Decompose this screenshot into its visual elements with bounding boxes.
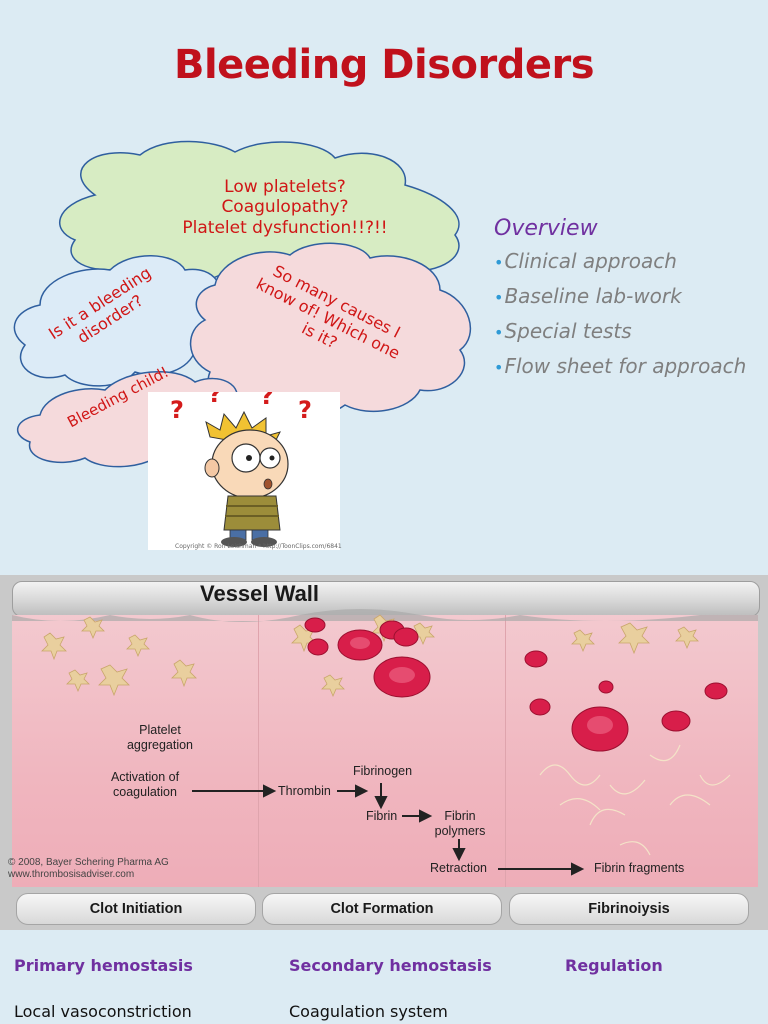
child-cartoon-icon: ? ? ? ?: [170, 380, 312, 547]
primary-hemostasis-heading: Primary hemostasis: [14, 956, 193, 975]
overview-item: •Baseline lab-work: [494, 284, 764, 308]
fibrin-fragments-label: Fibrin fragments: [594, 861, 685, 875]
red-blood-cells-icon: [304, 617, 728, 752]
primary-hemostasis-item: Local vasoconstriction: [14, 1002, 192, 1021]
cloud-top-text: Low platelets? Coagulopathy? Platelet dy…: [160, 177, 410, 238]
diagram-copyright: © 2008, Bayer Schering Pharma AG www.thr…: [8, 857, 169, 880]
bullet-icon: •: [494, 288, 504, 307]
label-line: Activation of: [110, 770, 180, 784]
slide-title: Bleeding Disorders: [173, 42, 595, 88]
phase-divider: [258, 615, 259, 887]
platelets-icon: [41, 614, 699, 698]
phase-clot-formation: Clot Formation: [262, 893, 502, 925]
hemostasis-diagram: Vessel Wall: [0, 575, 768, 930]
overview-item: •Special tests: [494, 319, 764, 343]
overview-item-label: Special tests: [504, 319, 632, 343]
overview-item: •Flow sheet for approach: [494, 354, 764, 378]
cloud-top-line: Coagulopathy?: [221, 197, 349, 218]
phase-divider: [505, 615, 506, 887]
retraction-label: Retraction: [430, 861, 487, 875]
platelet-aggregation-label: Platelet aggregation: [110, 723, 210, 753]
label-line: Fibrin: [444, 809, 476, 823]
overview-panel: Overview •Clinical approach •Baseline la…: [494, 216, 764, 389]
fibrin-strands-icon: [539, 744, 731, 856]
overview-item-label: Flow sheet for approach: [504, 354, 747, 378]
secondary-hemostasis-heading: Secondary hemostasis: [289, 956, 492, 975]
svg-text:?: ?: [170, 396, 184, 424]
copyright-line: www.thrombosisadviser.com: [8, 868, 135, 880]
regulation-heading: Regulation: [565, 956, 663, 975]
overview-item-label: Baseline lab-work: [504, 284, 682, 308]
fibrinogen-label: Fibrinogen: [353, 764, 413, 778]
bullet-icon: •: [494, 253, 504, 272]
thrombin-label: Thrombin: [278, 784, 331, 798]
phase-clot-initiation: Clot Initiation: [16, 893, 256, 925]
overview-heading: Overview: [494, 216, 598, 241]
overview-item-label: Clinical approach: [504, 249, 677, 273]
label-line: aggregation: [126, 738, 194, 752]
overview-item: •Clinical approach: [494, 249, 764, 273]
thought-clouds: [13, 140, 471, 468]
bullet-icon: •: [494, 323, 504, 342]
vessel-wall-label: Vessel Wall: [200, 581, 320, 606]
confused-child-illustration: ? ? ? ?: [148, 380, 340, 550]
label-line: Platelet: [139, 723, 181, 737]
diagram-drawing: [12, 609, 758, 876]
label-line: polymers: [434, 824, 486, 838]
cloud-pink-right: [189, 242, 471, 417]
illustration-copyright: Copyright © Ron Leishman * http://ToonCl…: [175, 543, 342, 550]
overview-list: •Clinical approach •Baseline lab-work •S…: [494, 249, 764, 378]
label-line: coagulation: [113, 785, 177, 799]
cloud-top-line: Platelet dysfunction!!?!!: [182, 217, 388, 238]
svg-text:?: ?: [298, 396, 312, 424]
cloud-top-line: Low platelets?: [224, 177, 346, 197]
bullet-icon: •: [494, 358, 504, 377]
secondary-hemostasis-item: Coagulation system: [289, 1002, 448, 1021]
fibrin-polymers-label: Fibrin polymers: [430, 809, 490, 839]
phase-fibrinolysis: Fibrinoiysis: [509, 893, 749, 925]
activation-label: Activation of coagulation: [95, 770, 195, 800]
svg-text:?: ?: [208, 392, 222, 408]
svg-text:?: ?: [260, 392, 274, 410]
copyright-line: © 2008, Bayer Schering Pharma AG: [8, 857, 169, 868]
flow-arrows-icon: [192, 783, 585, 876]
fibrin-label: Fibrin: [366, 809, 398, 823]
